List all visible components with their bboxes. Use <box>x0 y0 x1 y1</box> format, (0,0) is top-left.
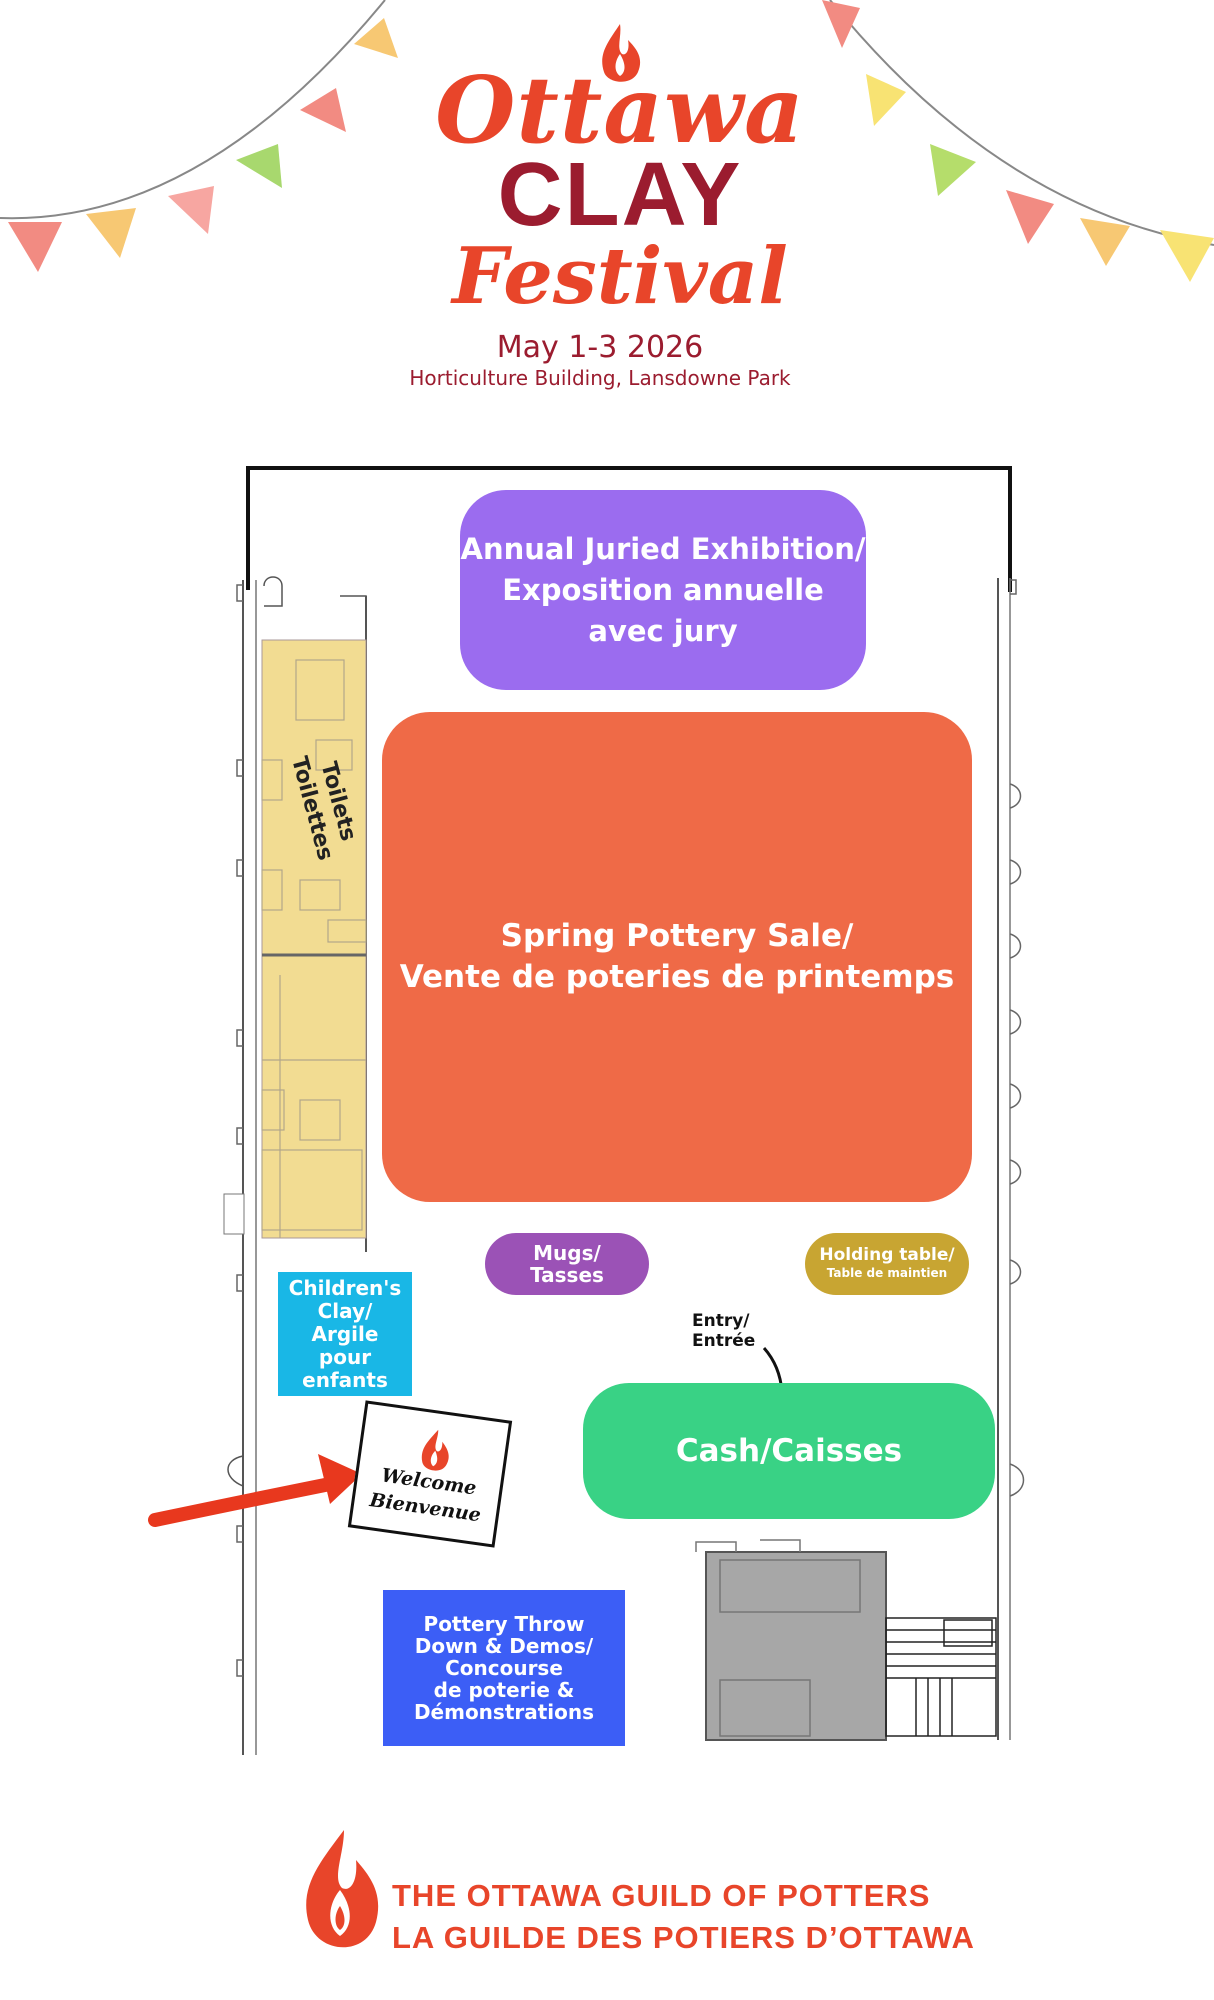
label-entry: Entry/ Entrée <box>692 1311 756 1351</box>
zone-childrens-clay: Children's Clay/ Argile pour enfants <box>278 1272 412 1396</box>
holding-table-label: Holding table/ <box>819 1245 955 1265</box>
red-arrow-icon <box>148 1454 362 1527</box>
zone-throw-down-demos: Pottery Throw Down & Demos/ Concourse de… <box>383 1590 625 1746</box>
flame-logo-icon <box>306 1830 379 1948</box>
holding-table-sublabel: Table de maintien <box>826 1266 948 1280</box>
guild-name-en: THE OTTAWA GUILD OF POTTERS <box>392 1878 931 1913</box>
guild-name-fr: LA GUILDE DES POTIERS D’OTTAWA <box>392 1920 975 1955</box>
bunting-flags <box>0 0 1214 282</box>
welcome-sign: Welcome Bienvenue <box>347 1400 513 1548</box>
title-clay: CLAY <box>497 145 743 245</box>
zone-holding-table: Holding table/ Table de maintien <box>805 1233 969 1295</box>
title-ottawa: Ottawa <box>435 56 805 164</box>
flame-logo-icon <box>602 24 641 82</box>
zone-cash: Cash/Caisses <box>583 1383 995 1519</box>
flame-logo-icon <box>421 1429 449 1471</box>
event-venue: Horticulture Building, Lansdowne Park <box>409 366 791 390</box>
zone-juried-exhibition: Annual Juried Exhibition/ Exposition ann… <box>460 490 866 690</box>
event-dates: May 1-3 2026 <box>496 330 704 365</box>
left-bunting <box>8 18 398 272</box>
service-block <box>705 1551 887 1741</box>
zone-spring-pottery-sale: Spring Pottery Sale/ Vente de poteries d… <box>382 712 972 1202</box>
zone-mugs: Mugs/ Tasses <box>485 1233 649 1295</box>
right-bunting <box>822 0 1214 282</box>
stairs <box>885 1617 997 1737</box>
title-festival: Festival <box>452 231 788 322</box>
